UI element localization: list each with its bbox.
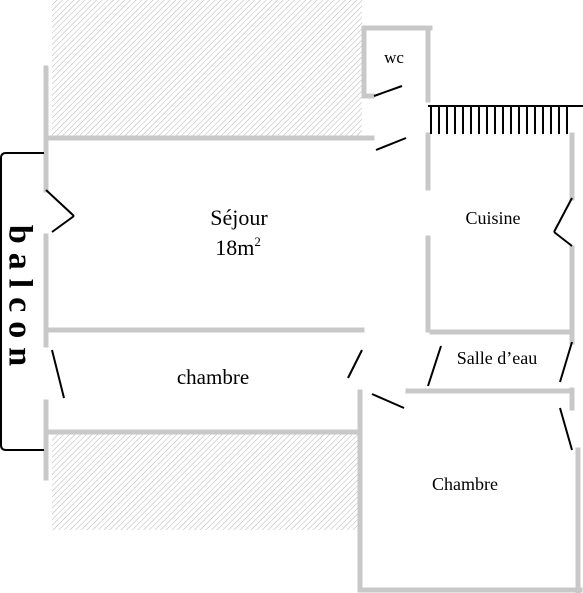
room-label-salle-deau: Salle d’eau: [457, 348, 537, 368]
hatched-area-bottom: [52, 432, 362, 530]
balcony-outline: [0, 152, 44, 451]
room-label-chambre-left: chambre: [177, 365, 249, 389]
hatched-area-top: [52, 0, 362, 136]
room-label-sejour: Séjour: [210, 205, 268, 230]
room-area-superscript: 2: [254, 234, 261, 249]
room-area-sejour: 18m2: [215, 234, 261, 260]
room-label-wc: wc: [384, 48, 404, 67]
staircase: [428, 105, 583, 134]
room-label-cuisine: Cuisine: [465, 208, 520, 228]
balcony-label: balcon: [2, 225, 39, 375]
walls: [43, 25, 583, 593]
doors: [45, 85, 573, 451]
room-label-chambre-right: Chambre: [432, 474, 498, 494]
room-area-value: 18m: [215, 235, 254, 260]
